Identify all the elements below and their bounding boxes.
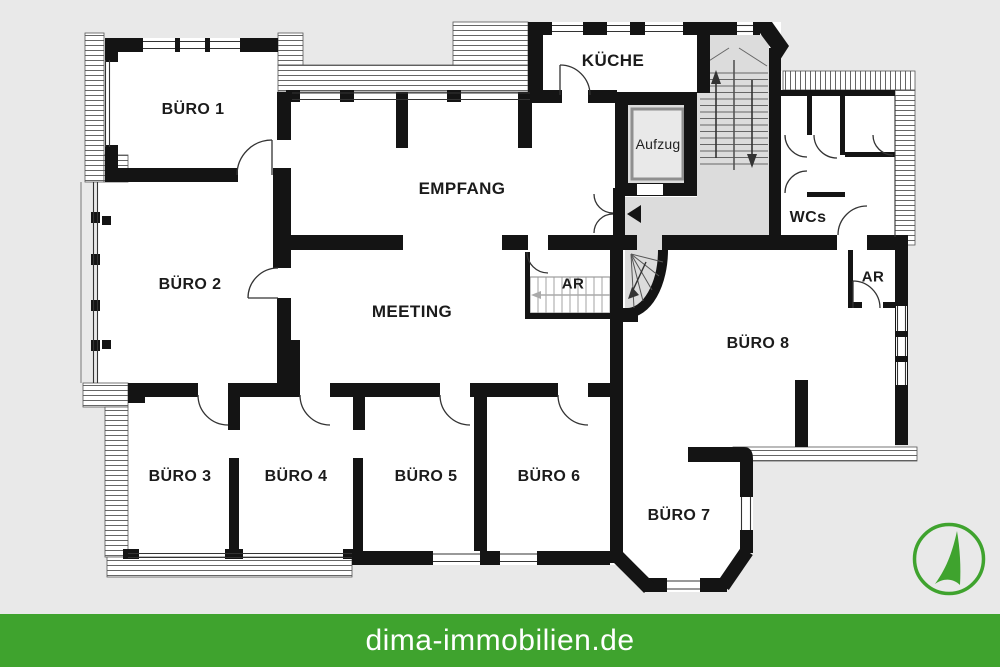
storage-stair-treads <box>529 276 619 314</box>
room-label-buero-8: BÜRO 8 <box>726 335 790 352</box>
main-staircase <box>700 47 768 170</box>
bay-diagonal-walls <box>611 547 753 593</box>
room-label-buero-4: BÜRO 4 <box>264 468 328 485</box>
room-label-meeting: MEETING <box>371 302 453 321</box>
door-arcs <box>197 64 894 426</box>
room-label-empfang: EMPFANG <box>418 179 506 198</box>
footer-website-text: dima-immobilien.de <box>365 623 635 657</box>
footer-bar: dima-immobilien.de <box>0 614 1000 667</box>
elevator <box>630 107 685 181</box>
room-label-aufzug: Aufzug <box>635 136 681 152</box>
room-label-ar-right: AR <box>861 268 885 286</box>
walls <box>91 22 908 592</box>
windows <box>92 22 908 592</box>
dima-logo <box>912 522 986 596</box>
logo-sail-icon <box>935 531 961 585</box>
room-label-ar-left: AR <box>561 275 585 293</box>
room-label-buero-1: BÜRO 1 <box>161 101 225 118</box>
room-label-buero-5: BÜRO 5 <box>394 468 458 485</box>
room-label-kueche: KÜCHE <box>581 51 645 70</box>
room-label-buero-3: BÜRO 3 <box>148 468 212 485</box>
room-label-wcs: WCs <box>789 209 827 226</box>
room-label-buero-6: BÜRO 6 <box>517 468 581 485</box>
room-label-buero-2: BÜRO 2 <box>158 276 222 293</box>
room-label-buero-7: BÜRO 7 <box>647 507 711 524</box>
entrance-arrow <box>627 205 641 223</box>
